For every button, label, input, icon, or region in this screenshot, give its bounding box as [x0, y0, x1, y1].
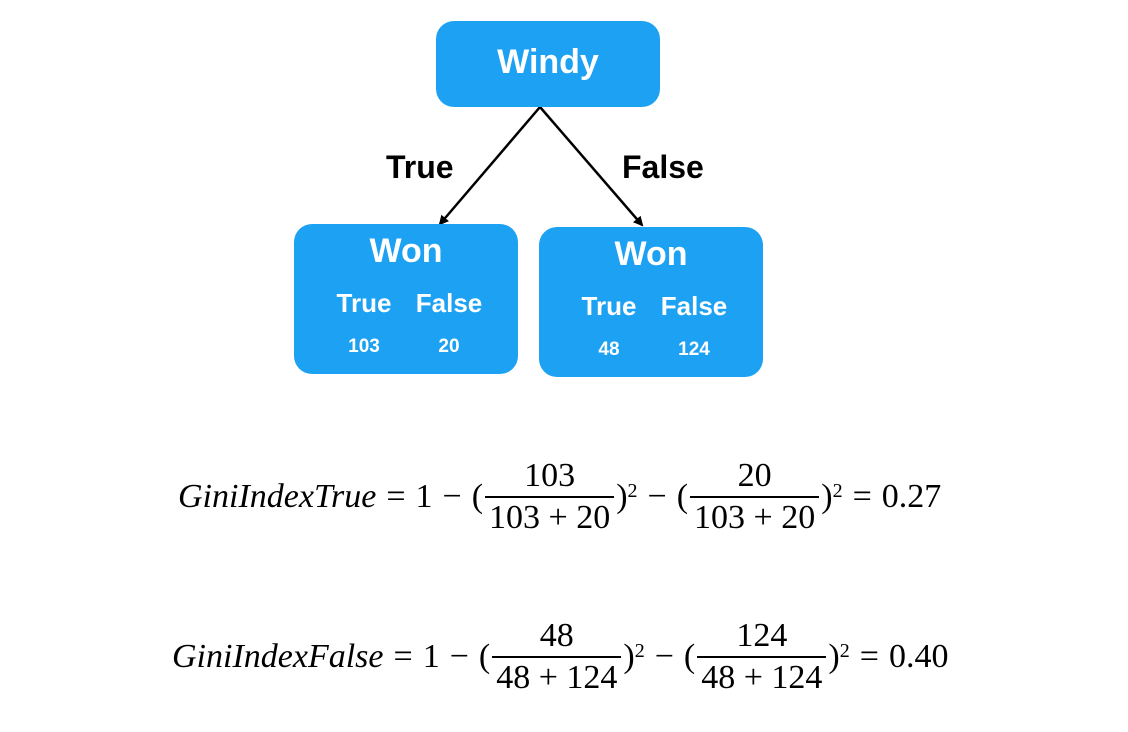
leaf-col-header-true: True: [581, 291, 637, 321]
formula-equals: =: [852, 478, 872, 515]
paren-close: ): [616, 478, 628, 515]
fraction-2-denominator: 48 + 124: [697, 656, 827, 698]
fraction-2-numerator: 124: [736, 617, 788, 654]
gini-index-true-formula: GiniIndexTrue = 1 − ( 103 103 + 20 )2 − …: [178, 455, 941, 539]
formula-name: GiniIndexTrue: [178, 478, 377, 515]
edge-true-line: [438, 106, 541, 226]
leaf-title: Won: [614, 235, 688, 273]
fraction-1-denominator: 103 + 20: [485, 496, 615, 538]
fraction-1: 48 48 + 124: [492, 616, 622, 698]
formula-minus: −: [449, 638, 469, 675]
leaf-title: Won: [369, 232, 443, 270]
exponent: 2: [839, 639, 850, 662]
formula-minus: −: [647, 478, 667, 515]
formula-name: GiniIndexFalse: [172, 638, 384, 675]
root-node-windy: Windy: [436, 21, 660, 107]
formula-equals: =: [386, 478, 406, 515]
paren-close: ): [821, 478, 833, 515]
exponent: 2: [634, 639, 645, 662]
fraction-2-denominator: 103 + 20: [690, 496, 820, 538]
fraction-1-numerator: 103: [524, 457, 576, 494]
paren-open: (: [471, 478, 484, 515]
formula-one: 1: [422, 638, 440, 675]
formula-minus: −: [654, 638, 674, 675]
leaf-count-true: 48: [598, 339, 620, 360]
exponent: 2: [832, 479, 843, 502]
fraction-2-numerator: 20: [737, 457, 772, 494]
fraction-2: 124 48 + 124: [697, 616, 827, 698]
fraction-1-denominator: 48 + 124: [492, 656, 622, 698]
edge-label-false: False: [622, 149, 704, 185]
leaf-col-header-false: False: [660, 291, 728, 321]
formula-result: 0.40: [888, 638, 949, 675]
leaf-col-header-true: True: [336, 288, 392, 318]
leaf-count-false: 124: [678, 339, 710, 360]
leaf-col-header-false: False: [415, 288, 483, 318]
fraction-2: 20 103 + 20: [690, 456, 820, 538]
paren-close: ): [828, 638, 840, 675]
formula-equals: =: [393, 638, 413, 675]
formula-one: 1: [415, 478, 433, 515]
leaf-count-true: 103: [348, 336, 380, 357]
formula-result: 0.27: [881, 478, 942, 515]
gini-index-false-formula: GiniIndexFalse = 1 − ( 48 48 + 124 )2 − …: [172, 615, 948, 699]
leaf-node-false: Won True False 48 124: [539, 227, 763, 377]
edge-label-true: True: [386, 149, 454, 185]
fraction-1-numerator: 48: [539, 617, 574, 654]
root-node-label: Windy: [497, 43, 599, 81]
paren-close: ): [623, 638, 635, 675]
paren-open: (: [676, 478, 689, 515]
paren-open: (: [478, 638, 491, 675]
leaf-node-true: Won True False 103 20: [294, 224, 518, 374]
exponent: 2: [627, 479, 638, 502]
paren-open: (: [683, 638, 696, 675]
formula-minus: −: [442, 478, 462, 515]
fraction-1: 103 103 + 20: [485, 456, 615, 538]
leaf-count-false: 20: [438, 336, 460, 357]
edge-false-line: [539, 106, 644, 227]
formula-equals: =: [859, 638, 879, 675]
